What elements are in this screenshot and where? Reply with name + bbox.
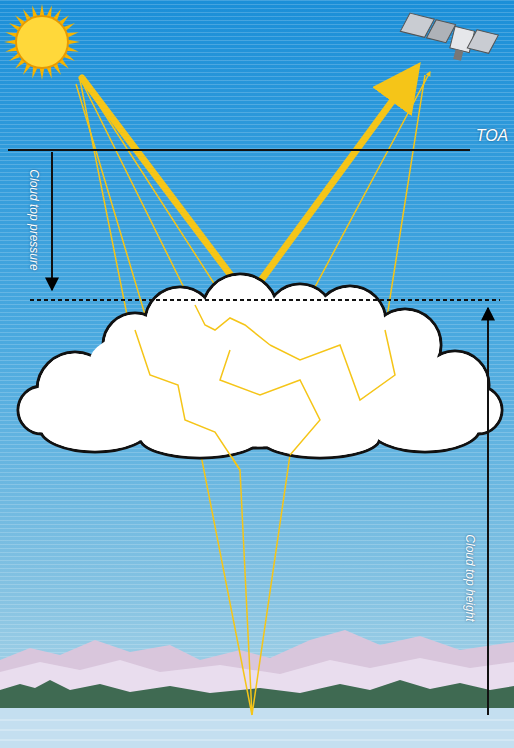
toa-line (8, 149, 470, 151)
cloud (18, 274, 502, 470)
height-label: Cloud top height (463, 534, 477, 621)
sun (4, 4, 80, 80)
pressure-label: Cloud top pressure (27, 169, 41, 270)
reflected-ray (82, 70, 415, 298)
landscape (0, 630, 514, 748)
pressure-arrow (51, 152, 53, 290)
satellite (397, 12, 498, 68)
height-arrow (487, 308, 489, 715)
cloud-top-line (30, 299, 500, 301)
toa-label: TOA (476, 127, 509, 145)
